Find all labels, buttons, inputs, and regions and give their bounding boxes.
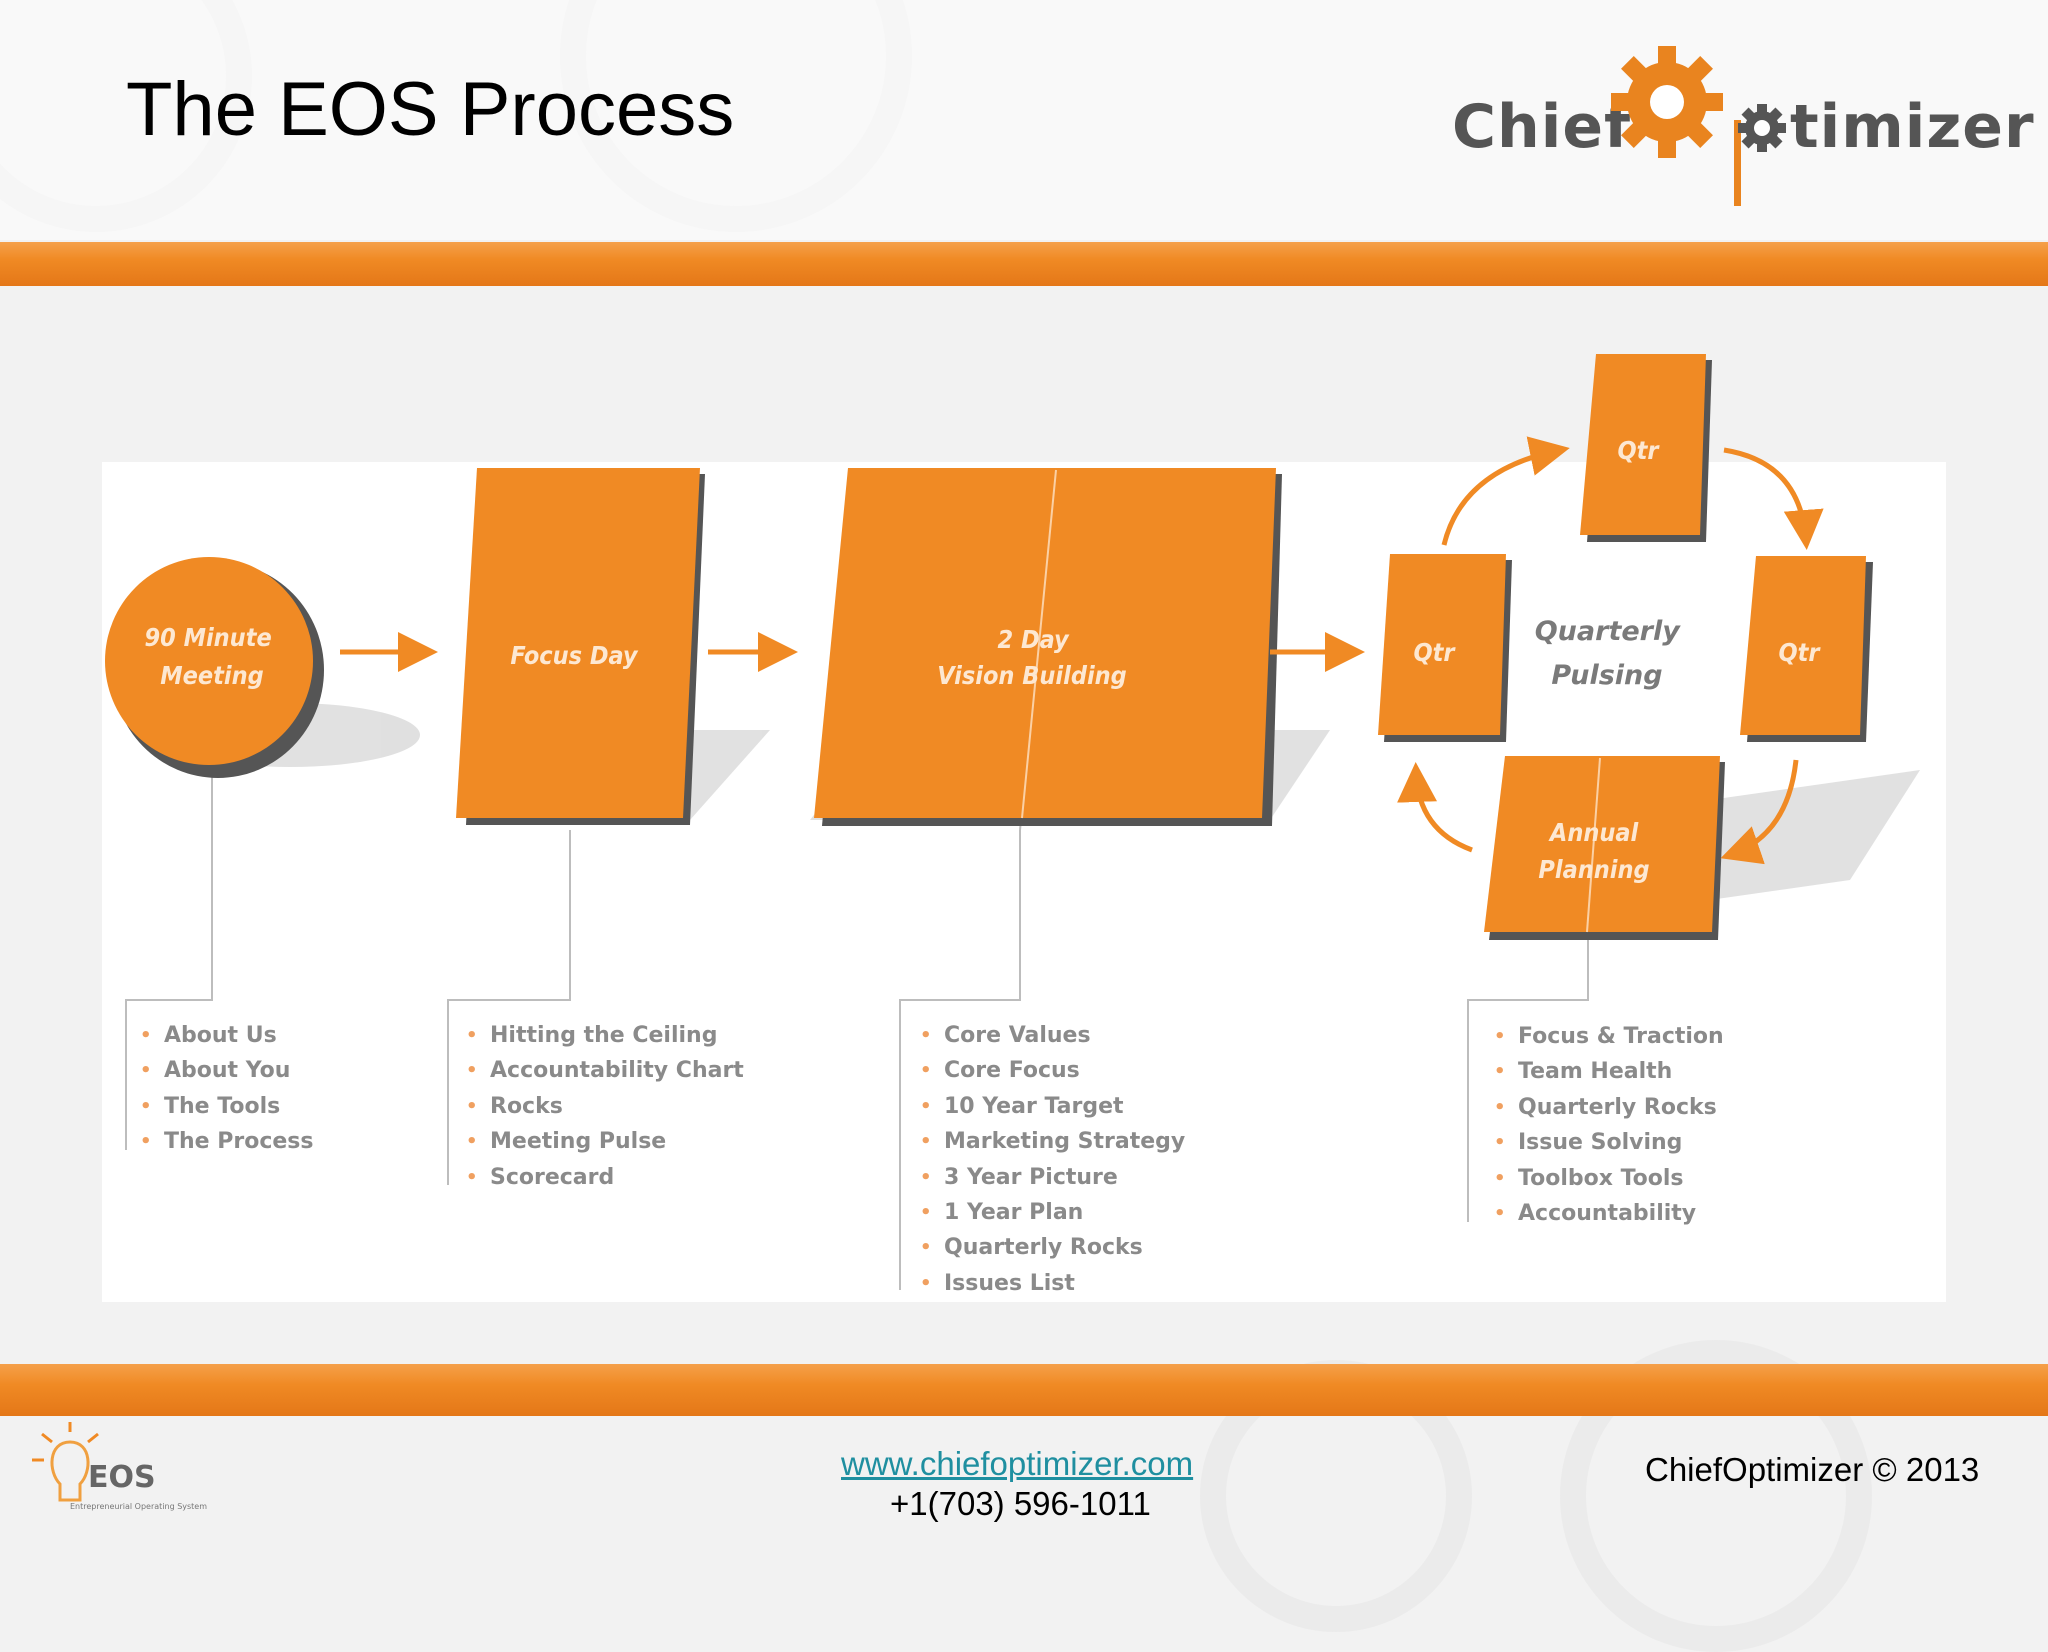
list-item: •Marketing Strategy [920,1129,1186,1155]
logo-text-right: timizer [1790,92,2035,162]
copyright-text: ChiefOptimizer © 2013 [1645,1451,1980,1488]
logo-large-gear [1611,46,1723,158]
qtr-top-node [1580,354,1712,542]
website-link[interactable]: www.chiefoptimizer.com [841,1445,1194,1482]
phone-number: +1(703) 596-1011 [890,1485,1151,1522]
annual-connector [1467,940,1589,1222]
list-item: •Quarterly Rocks [1494,1094,1717,1120]
process-arrows [340,436,1824,865]
arrow-qtr-top-to-right [1723,447,1824,550]
list-item: •Meeting Pulse [466,1129,667,1155]
slide-title: The EOS Process [126,67,735,152]
arrow-qtr-left-to-top [1441,436,1570,546]
eos-logo-text: EOS [88,1460,156,1495]
qtr-top-label: Qtr [1618,436,1661,465]
qtr-right-node [1740,556,1873,742]
chiefoptimizer-logo: Chief timizer [1452,40,2034,210]
annual-planning-node [1484,756,1725,940]
list-item: •1 Year Plan [920,1199,1084,1225]
arrow-qtr-right-to-annual [1720,759,1799,865]
slide-header [0,0,2048,240]
list-item: •Team Health [1494,1059,1673,1085]
list-item: •About Us [140,1023,277,1048]
list-item: •Hitting the Ceiling [466,1023,718,1048]
lightbulb-icon [32,1422,99,1502]
meeting-connector [125,745,213,1150]
focus-day-node [456,468,705,825]
list-item: •About You [140,1058,291,1084]
list-item: •Focus & Traction [1494,1024,1724,1049]
gear-icon [1611,46,1786,206]
vision-building-topics-list: •Core Values •Core Focus •10 Year Target… [908,1018,1185,1301]
list-item: •10 Year Target [920,1093,1124,1119]
list-item: •Core Focus [920,1058,1080,1084]
meeting-topics-list: •About Us •About You •The Tools •The Pro… [128,1018,314,1160]
qtr-right-label: Qtr [1779,638,1822,667]
list-item: •The Tools [140,1093,281,1119]
list-item: •The Process [140,1129,314,1155]
list-item: •Accountability Chart [466,1058,744,1084]
quarterly-pulsing-label: Quarterly Pulsing [1535,616,1690,691]
arrow-annual-to-qtr-left [1397,762,1473,853]
focus-day-topics-list: •Hitting the Ceiling •Accountability Cha… [454,1018,744,1195]
focus-connector [447,830,571,1185]
list-item: •Quarterly Rocks [920,1235,1143,1261]
list-item: •Accountability [1494,1200,1697,1226]
vision-connector [899,830,1021,1290]
qtr-left-label: Qtr [1414,638,1457,667]
list-item: •Scorecard [466,1164,615,1190]
list-item: •Toolbox Tools [1494,1165,1684,1191]
eos-logo: EOS Entrepreneurial Operating System [30,1420,280,1530]
list-item: •Rocks [466,1093,563,1119]
logo-text-left: Chief [1452,92,1632,162]
logo-small-gear [1738,104,1786,152]
meeting-label: 90 Minute Meeting [144,623,279,690]
vision-building-label: 2 Day Vision Building [937,625,1127,690]
list-item: •Issues List [920,1270,1075,1296]
list-item: •Issue Solving [1494,1130,1683,1156]
bottom-orange-band [0,1364,2048,1416]
eos-tagline: Entrepreneurial Operating System [70,1502,208,1511]
meeting-node [105,557,324,778]
top-orange-band [0,242,2048,286]
list-item: •Core Values [920,1023,1091,1048]
annual-planning-topics-list: •Focus & Traction •Team Health •Quarterl… [1482,1019,1724,1231]
qtr-left-node [1378,554,1512,742]
vision-building-node [814,468,1282,826]
focus-day-label: Focus Day [510,641,639,670]
list-item: •3 Year Picture [920,1164,1118,1190]
eos-process-diagram: 90 Minute Meeting Focus Day 2 Day Vision… [105,354,1920,1290]
annual-planning-label: Annual Planning [1538,818,1649,884]
logo-stem [1734,120,1741,206]
